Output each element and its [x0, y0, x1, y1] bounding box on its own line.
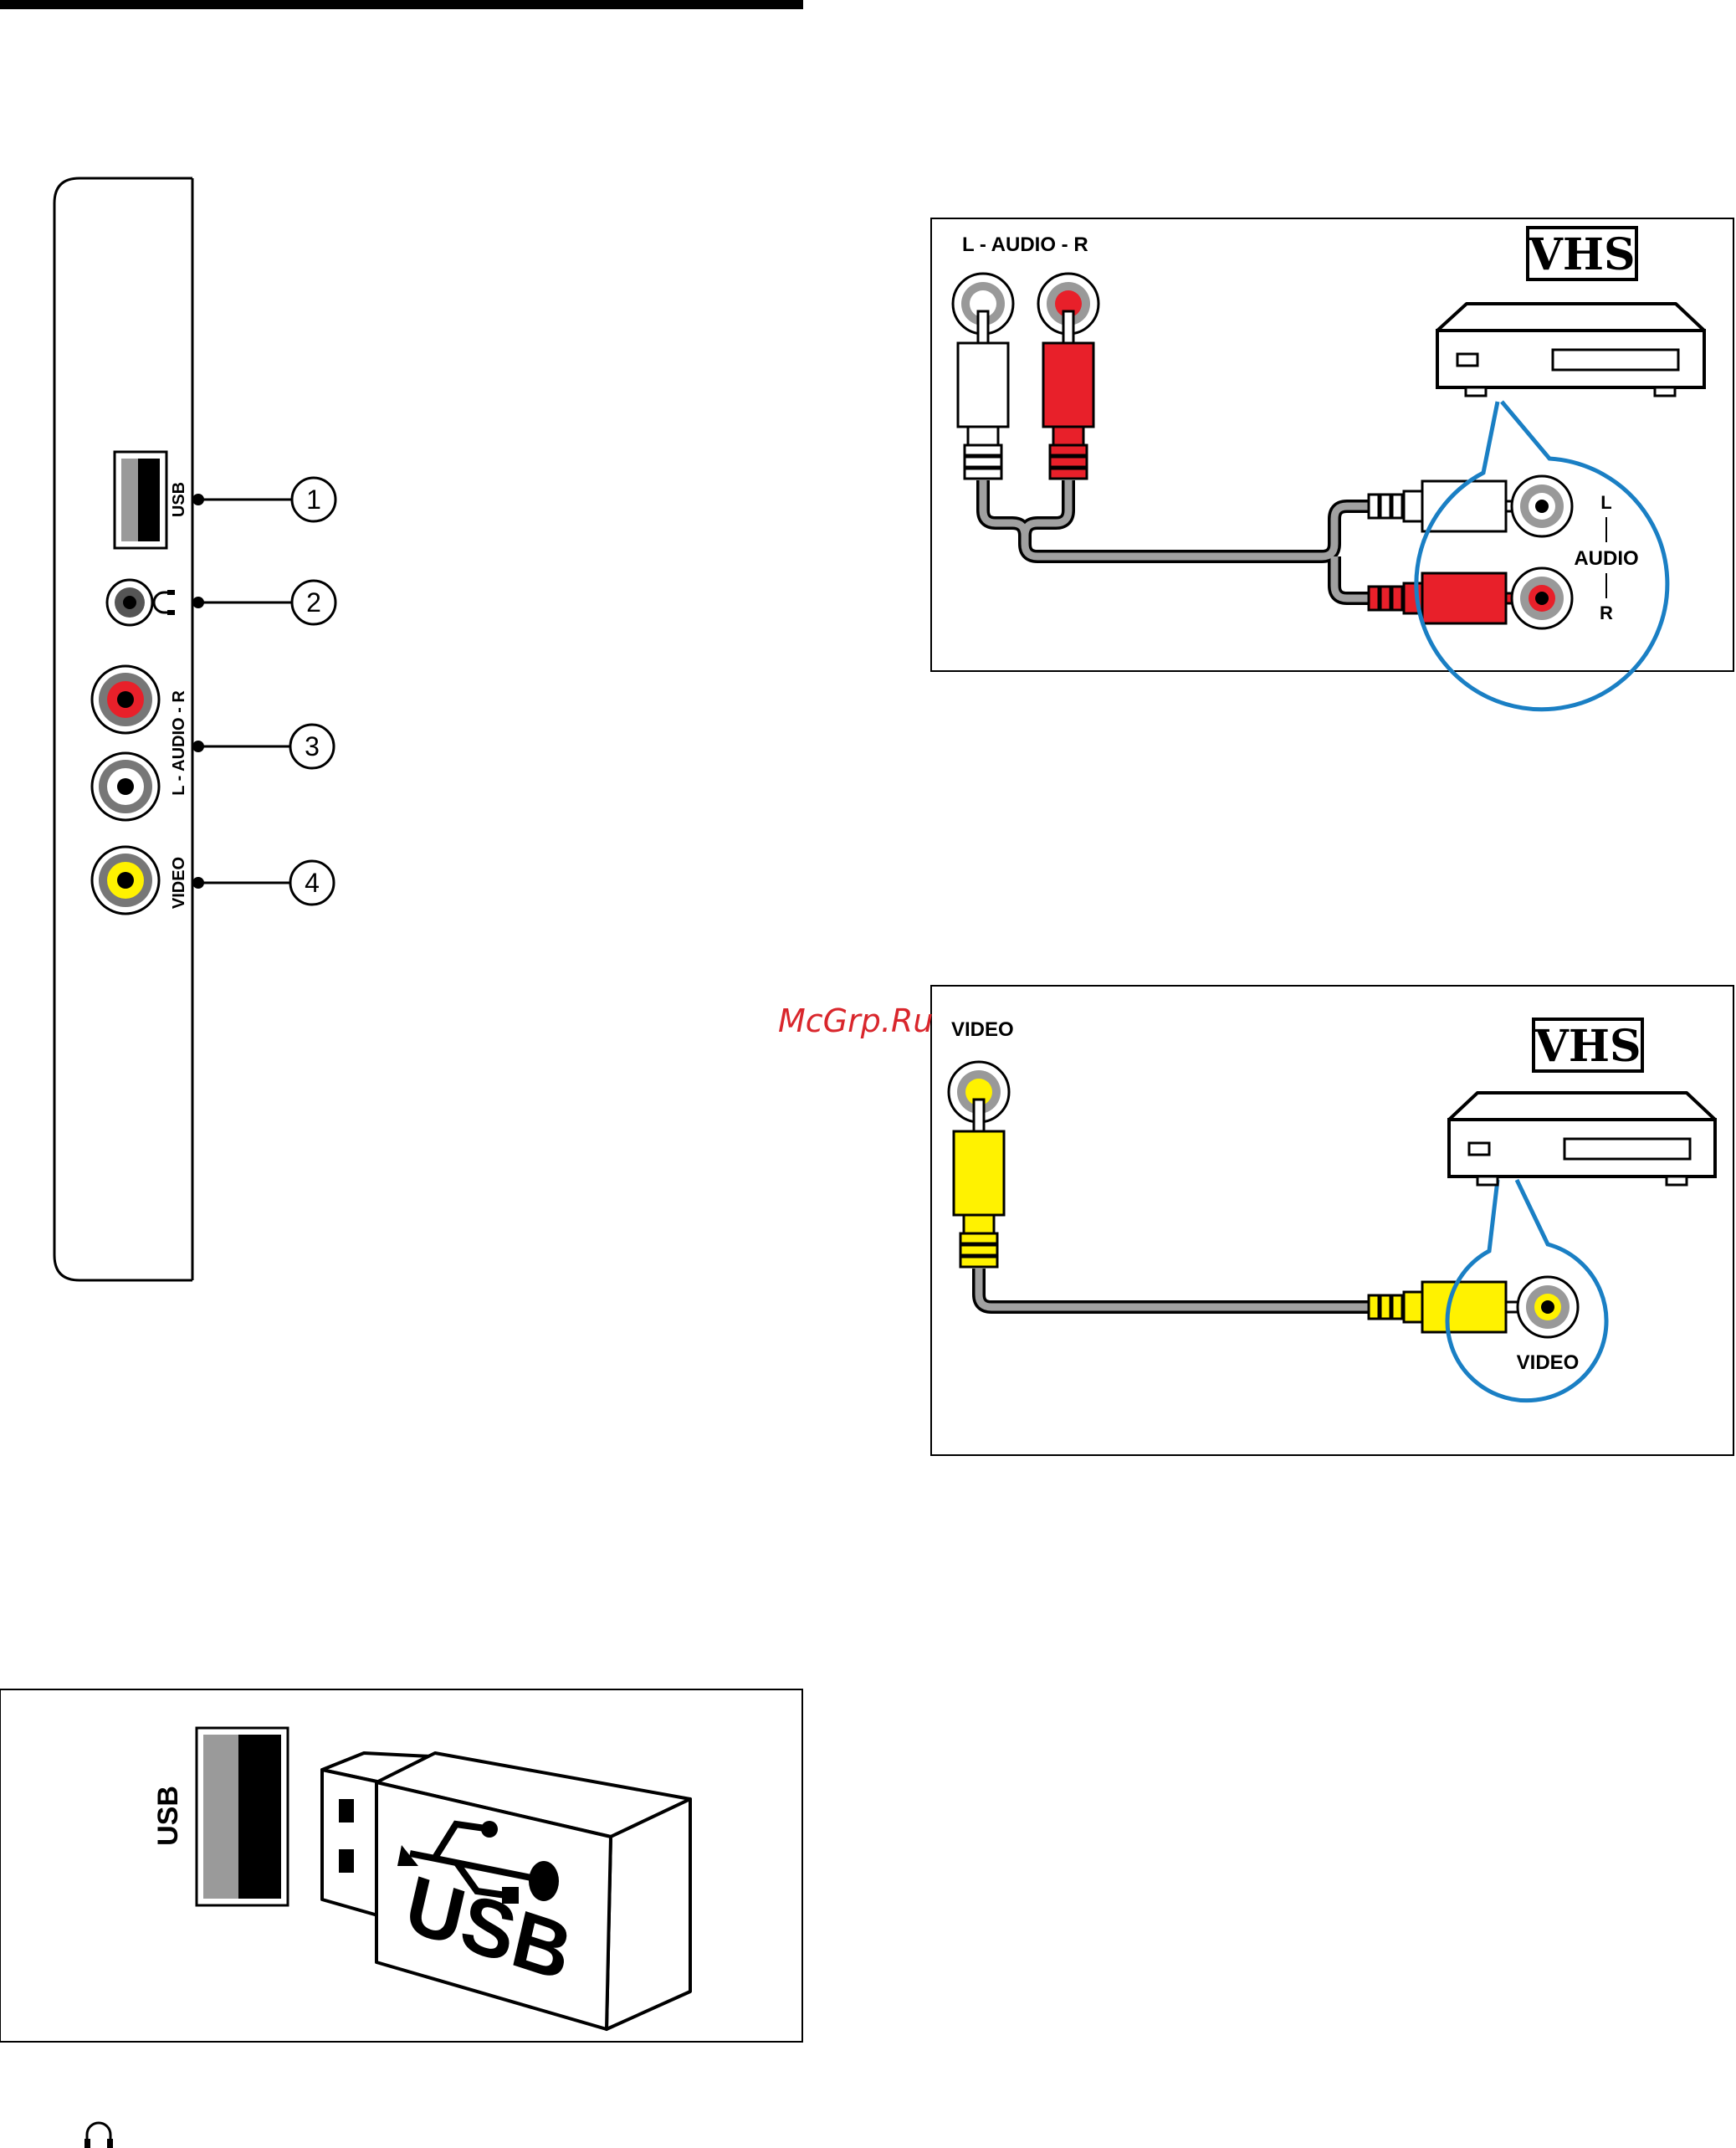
callout-4-number: 4	[305, 868, 320, 898]
dest-label-r: R	[1600, 602, 1613, 623]
dest-label-audio: AUDIO	[1574, 547, 1638, 570]
dest-label-l: L	[1600, 492, 1611, 513]
callout-2-number: 2	[306, 587, 321, 618]
video-port-label: VIDEO	[170, 857, 188, 909]
callout-4: 4	[192, 861, 334, 905]
callout-1-number: 1	[306, 484, 321, 515]
callout-3-number: 3	[305, 731, 320, 761]
video-jack	[92, 847, 159, 914]
usb-port-label: USB	[170, 482, 188, 517]
usb-connection-diagram: USB USB	[0, 1689, 802, 2042]
usb-port	[115, 452, 166, 548]
callout-1: 1	[192, 478, 335, 521]
vhs-logo-video: VHS	[1534, 1019, 1642, 1072]
vhs-logo-video-text: VHS	[1534, 1021, 1641, 1072]
video-dest-label: VIDEO	[1517, 1351, 1580, 1374]
audio-source-label: L - AUDIO - R	[962, 233, 1088, 256]
headphone-jack	[107, 580, 152, 625]
vhs-logo-text: VHS	[1528, 229, 1635, 280]
audio-connection-diagram: L - AUDIO - R	[931, 218, 1733, 710]
side-panel: USB L - AUDIO - R	[54, 178, 335, 1280]
usb-diagram-port-label: USB	[152, 1786, 184, 1846]
usb-diagram-port	[197, 1728, 288, 1905]
audio-r-jack	[92, 666, 159, 733]
watermark-text: McGrp.Ru	[778, 1002, 933, 1039]
header-bar	[0, 0, 803, 9]
video-source-label: VIDEO	[951, 1018, 1014, 1041]
headphone-icon	[84, 2123, 113, 2148]
callout-2: 2	[192, 581, 335, 624]
vhs-logo: VHS	[1528, 228, 1636, 280]
headphone-icon	[154, 590, 175, 615]
vcr-device	[1437, 304, 1704, 396]
vcr-device-video	[1449, 1093, 1715, 1185]
audio-l-jack	[92, 753, 159, 820]
audio-port-label: L - AUDIO - R	[170, 690, 188, 796]
callout-3: 3	[192, 725, 334, 768]
video-connection-diagram: VIDEO VIDEO VHS	[931, 986, 1733, 1455]
